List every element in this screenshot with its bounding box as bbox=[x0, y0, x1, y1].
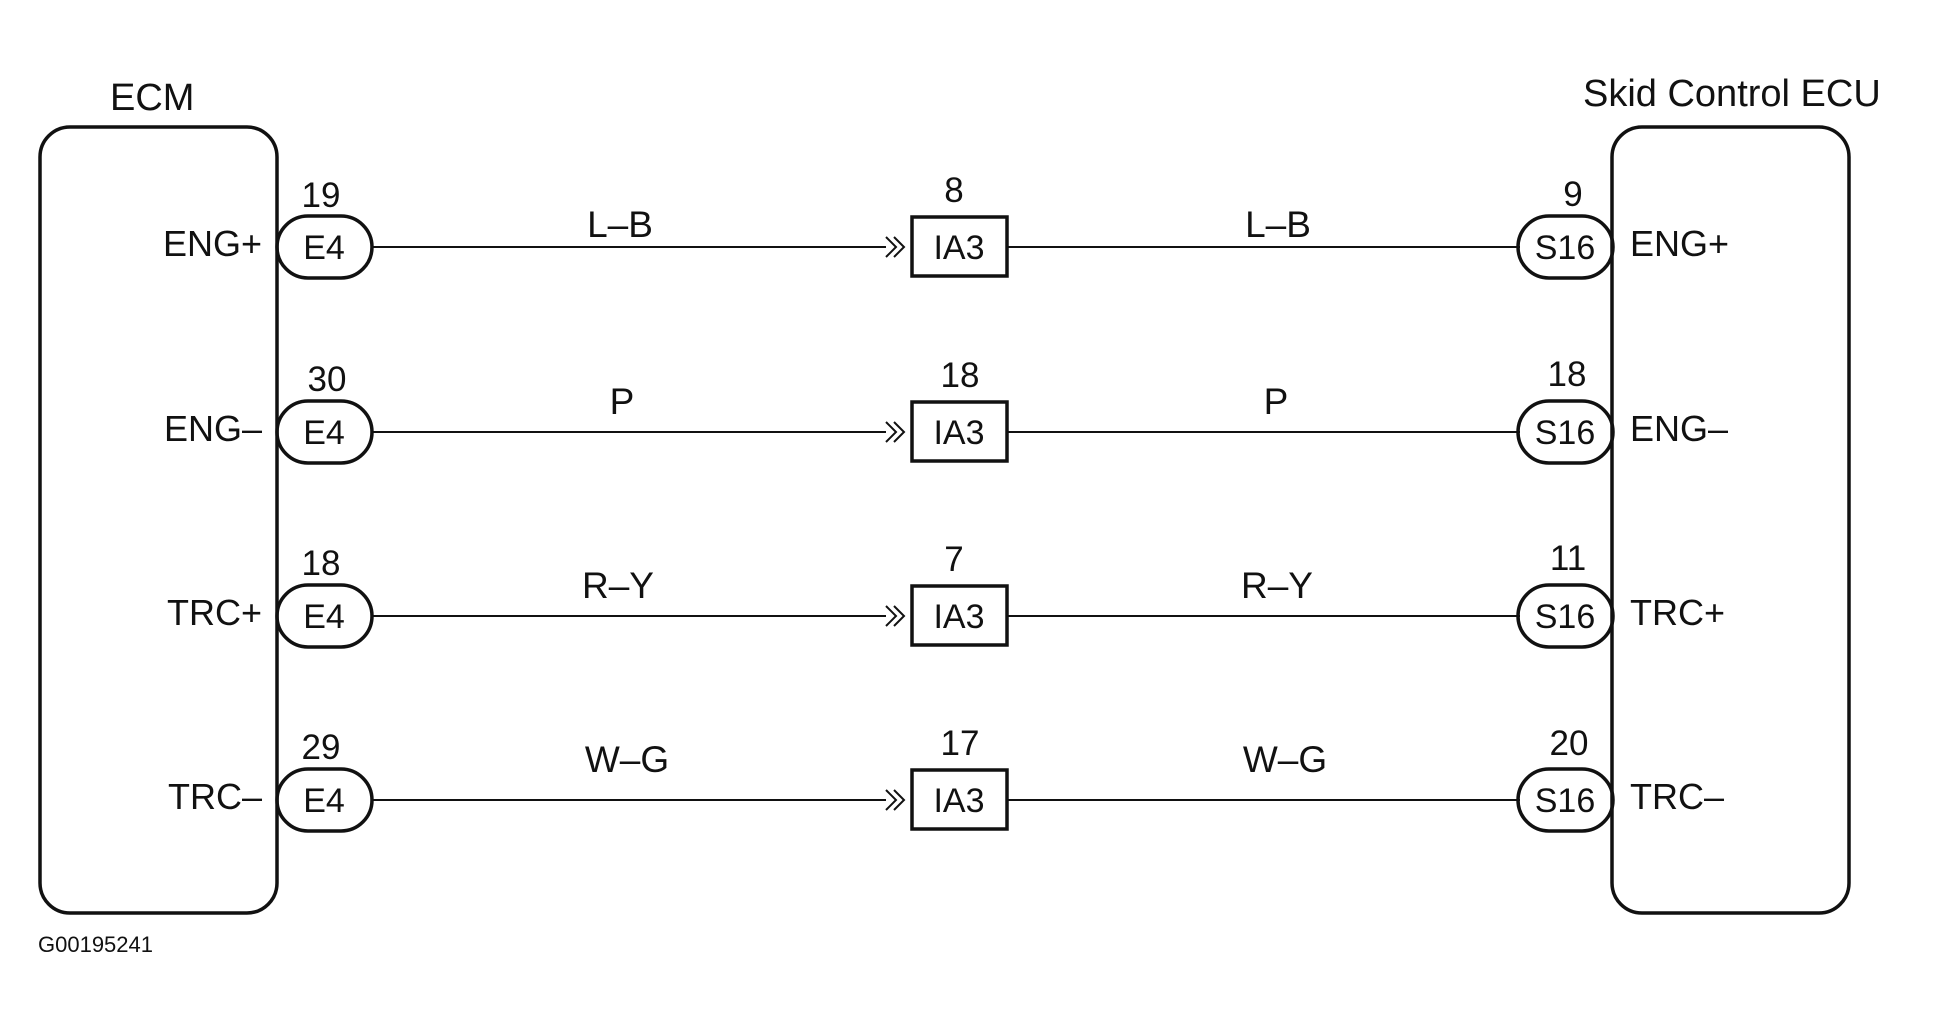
junction-connector-id: IA3 bbox=[933, 598, 984, 636]
connector-chevron bbox=[893, 236, 906, 258]
skid-control-ecu-box bbox=[1610, 125, 1851, 915]
ecu-pin-number: 20 bbox=[1550, 724, 1589, 763]
connector-chevron bbox=[893, 605, 906, 627]
wire-color-left: W–G bbox=[585, 739, 669, 780]
ecm-box bbox=[38, 125, 279, 915]
ecu-connector bbox=[1516, 767, 1615, 833]
ecu-connector bbox=[1516, 583, 1615, 649]
junction-connector-id: IA3 bbox=[933, 782, 984, 820]
ecm-signal-label: ENG+ bbox=[163, 223, 262, 264]
ecm-signal-label: TRC– bbox=[168, 776, 262, 817]
figure-code: G00195241 bbox=[38, 932, 153, 957]
connector-chevron bbox=[885, 236, 898, 258]
wire-color-right: P bbox=[1264, 381, 1289, 422]
ecu-pin-number: 18 bbox=[1548, 355, 1587, 394]
ecu-signal-label: TRC– bbox=[1630, 776, 1724, 817]
ecm-connector-id: E4 bbox=[303, 782, 345, 820]
ecm-pin-number: 30 bbox=[308, 360, 347, 399]
junction-connector-id: IA3 bbox=[933, 414, 984, 452]
ecm-unit: ECM bbox=[38, 77, 279, 915]
ecu-connector-id: S16 bbox=[1535, 598, 1596, 636]
connector-chevron bbox=[885, 421, 898, 443]
skid-control-ecu-unit: Skid Control ECU bbox=[1583, 73, 1881, 915]
ecm-connector-id: E4 bbox=[303, 414, 345, 452]
ecm-signal-label: TRC+ bbox=[167, 592, 262, 633]
ecm-pin-number: 18 bbox=[302, 544, 341, 583]
junction-pin-number: 17 bbox=[941, 724, 980, 763]
junction-pin-number: 7 bbox=[944, 540, 963, 579]
circuit-row: TRC– 29 E4 W–G 17 IA3 W–G 20 S16 TRC– bbox=[168, 724, 1724, 833]
ecm-signal-label: ENG– bbox=[164, 408, 262, 449]
ecu-connector-id: S16 bbox=[1535, 229, 1596, 267]
wire-color-right: L–B bbox=[1245, 204, 1311, 245]
ecm-title: ECM bbox=[110, 77, 194, 119]
connector-chevron bbox=[885, 789, 898, 811]
junction-pin-number: 8 bbox=[944, 171, 963, 210]
ecu-signal-label: TRC+ bbox=[1630, 592, 1725, 633]
skid-control-ecu-title: Skid Control ECU bbox=[1583, 73, 1881, 115]
circuit-row: TRC+ 18 E4 R–Y 7 IA3 R–Y 11 S16 TRC+ bbox=[167, 539, 1725, 649]
ecu-connector-id: S16 bbox=[1535, 782, 1596, 820]
connector-chevron bbox=[893, 789, 906, 811]
ecm-pin-number: 29 bbox=[302, 728, 341, 767]
ecu-signal-label: ENG– bbox=[1630, 408, 1728, 449]
connector-chevron bbox=[885, 605, 898, 627]
junction-pin-number: 18 bbox=[941, 356, 980, 395]
ecu-pin-number: 11 bbox=[1550, 539, 1586, 578]
wire-color-left: R–Y bbox=[582, 565, 654, 606]
circuit-row: ENG+ 19 E4 L–B 8 IA3 L–B 9 S16 ENG+ bbox=[163, 171, 1729, 280]
circuit-row: ENG– 30 E4 P 18 IA3 P 18 S16 ENG– bbox=[164, 355, 1728, 465]
ecu-pin-number: 9 bbox=[1563, 175, 1582, 214]
ecm-pin-number: 19 bbox=[302, 176, 341, 215]
ecu-connector-id: S16 bbox=[1535, 414, 1596, 452]
ecu-connector bbox=[1516, 399, 1615, 465]
wire-color-right: R–Y bbox=[1241, 565, 1313, 606]
wire-color-left: L–B bbox=[587, 204, 653, 245]
wire-color-left: P bbox=[610, 381, 635, 422]
ecu-signal-label: ENG+ bbox=[1630, 223, 1729, 264]
wire-color-right: W–G bbox=[1243, 739, 1327, 780]
junction-connector-id: IA3 bbox=[933, 229, 984, 267]
ecu-connector bbox=[1516, 214, 1615, 280]
connector-chevron bbox=[893, 421, 906, 443]
ecm-connector-id: E4 bbox=[303, 229, 345, 267]
ecm-connector-id: E4 bbox=[303, 598, 345, 636]
